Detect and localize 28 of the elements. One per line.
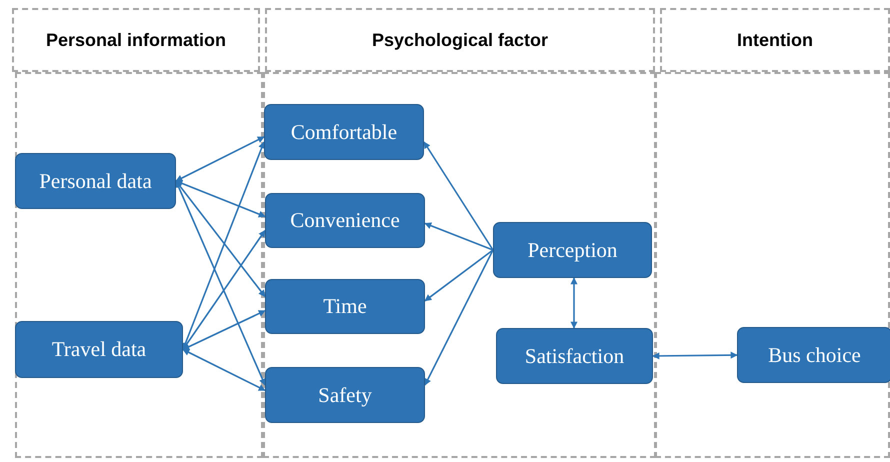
column-header: Psychological factor — [372, 30, 548, 50]
arrow — [182, 310, 266, 350]
header-panel — [265, 8, 655, 72]
process-box: Personal data — [15, 153, 176, 209]
arrow — [570, 277, 578, 329]
process-box: Comfortable — [264, 104, 424, 160]
process-box: Travel data — [15, 321, 183, 378]
arrow — [424, 249, 494, 302]
process-box: Safety — [265, 367, 425, 423]
process-box: Perception — [493, 222, 652, 278]
arrow — [652, 352, 738, 360]
column-header: Intention — [737, 30, 813, 50]
arrow — [423, 141, 494, 250]
arrow — [175, 180, 266, 218]
arrow — [175, 136, 265, 182]
header-panel — [660, 8, 890, 72]
process-box: Bus choice — [737, 327, 890, 383]
process-box: Satisfaction — [496, 328, 653, 384]
arrow — [182, 348, 266, 392]
column-panel — [15, 72, 263, 458]
column-header: Personal information — [46, 30, 226, 50]
column-panel — [263, 72, 656, 458]
arrow — [424, 222, 494, 251]
process-box: Convenience — [265, 193, 425, 248]
arrow — [424, 250, 494, 386]
header-panel — [12, 8, 260, 72]
process-box: Time — [265, 279, 425, 334]
column-panel — [655, 72, 890, 458]
